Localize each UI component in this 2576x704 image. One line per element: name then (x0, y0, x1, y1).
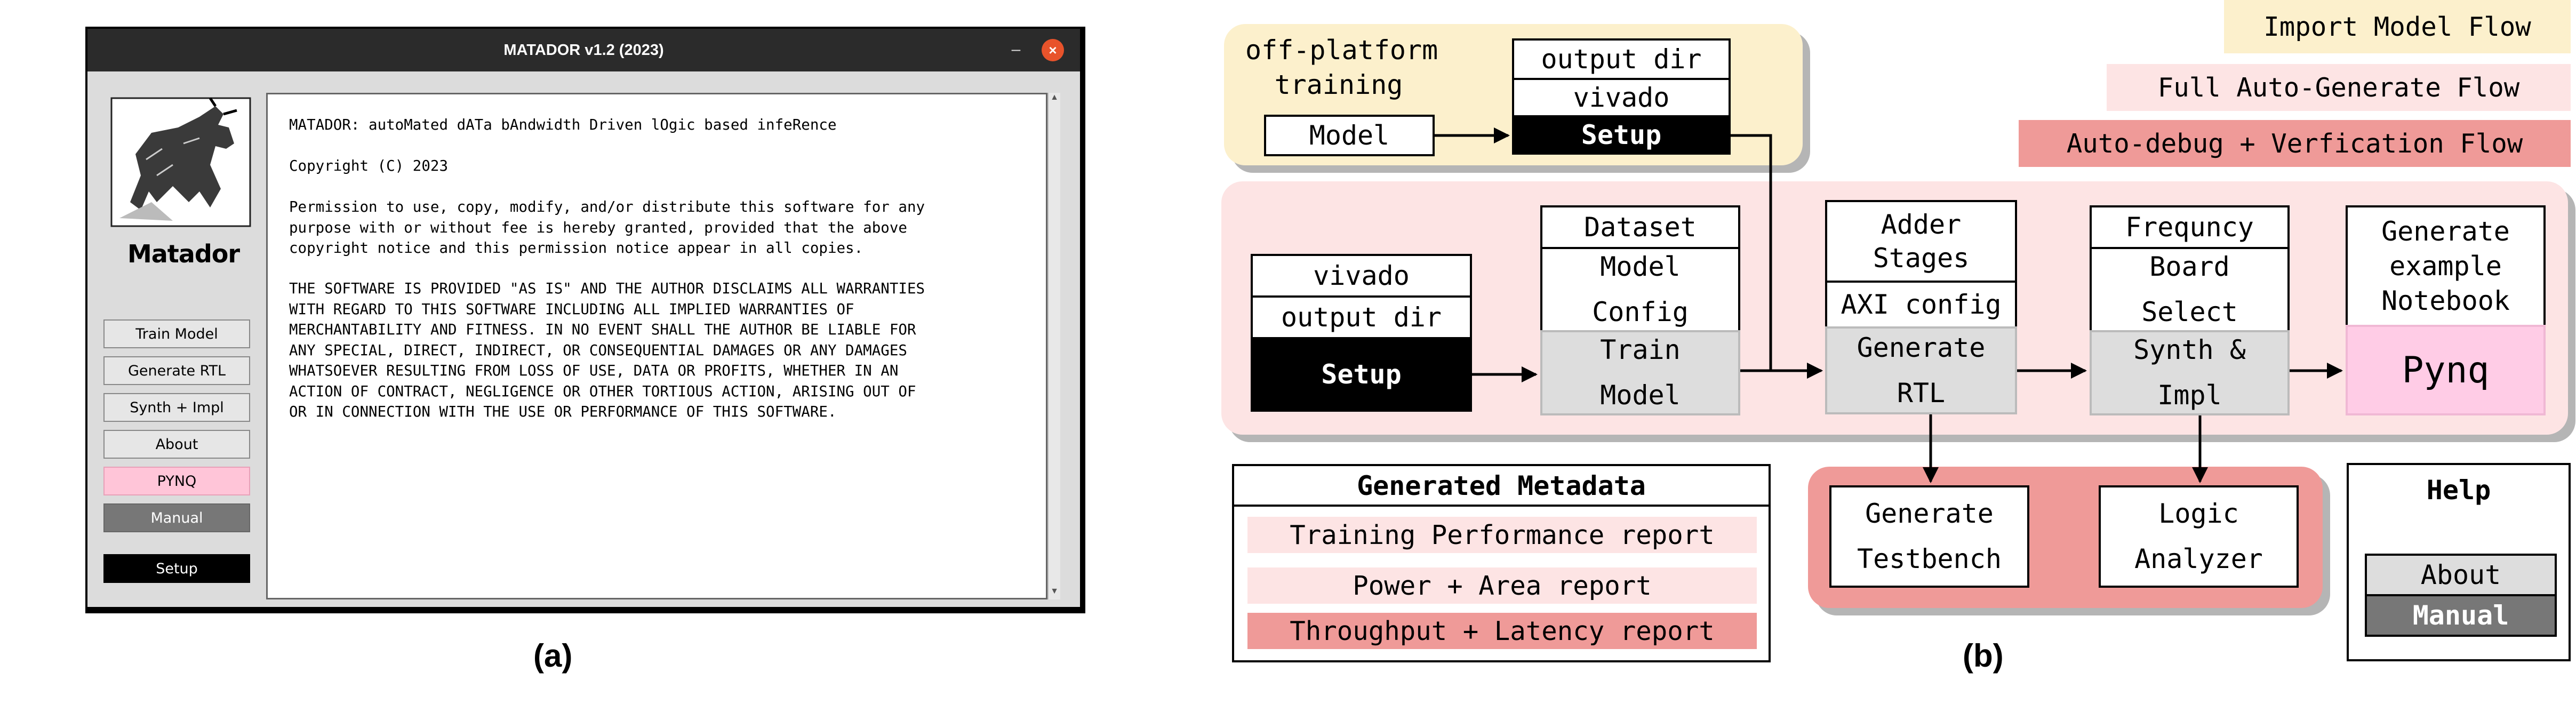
logo-text: Matador (127, 239, 240, 268)
synth-impl-box: Synth & Impl (2090, 330, 2290, 415)
synth-impl-button[interactable]: Synth + Impl (103, 393, 250, 422)
metadata-divider (1234, 505, 1769, 507)
dataset-box: Dataset (1540, 205, 1740, 249)
about-button[interactable]: About (103, 430, 250, 459)
license-text-area[interactable]: MATADOR: autoMated dATa bAndwidth Driven… (266, 93, 1047, 599)
bull-logo-icon (110, 97, 251, 227)
generate-rtl-box: Generate RTL (1825, 326, 2017, 414)
app-description: MATADOR: autoMated dATa bAndwidth Driven… (289, 116, 837, 133)
app-window: MATADOR v1.2 (2023) – × Matador Train Mo… (85, 27, 1085, 613)
close-icon[interactable]: × (1042, 39, 1064, 61)
legend-import: Import Model Flow (2224, 0, 2571, 53)
window-body: MATADOR v1.2 (2023) – × Matador Train Mo… (87, 29, 1080, 607)
caption-b: (b) (1963, 638, 2004, 674)
adder-stages-box: Adder Stages (1825, 200, 2017, 283)
import-output-dir-box: output dir (1512, 38, 1731, 80)
testbench-box: Generate Testbench (1829, 485, 2029, 588)
metadata-panel: Generated Metadata Training Performance … (1232, 464, 1771, 662)
notebook-box: Generate example Notebook (2346, 205, 2546, 327)
pynq-button[interactable]: PYNQ (103, 467, 250, 495)
disclaimer-paragraph: THE SOFTWARE IS PROVIDED "AS IS" AND THE… (289, 280, 925, 420)
legend-full: Full Auto-Generate Flow (2107, 64, 2571, 111)
permission-paragraph: Permission to use, copy, modify, and/or … (289, 198, 925, 257)
scroll-down-icon[interactable]: ▼ (1050, 587, 1059, 596)
training-report: Training Performance report (1247, 517, 1757, 553)
vivado-box: vivado (1251, 254, 1472, 298)
axi-config-box: AXI config (1825, 281, 2017, 329)
manual-button[interactable]: Manual (103, 503, 250, 532)
vertical-scrollbar[interactable]: ▲ ▼ (1047, 93, 1060, 599)
metadata-title: Generated Metadata (1357, 470, 1646, 501)
window-titlebar[interactable]: MATADOR v1.2 (2023) (87, 29, 1080, 71)
caption-a: (a) (533, 638, 573, 674)
help-manual-button[interactable]: Manual (2365, 594, 2557, 637)
minimize-icon[interactable]: – (1011, 41, 1021, 58)
setup-box: Setup (1251, 337, 1472, 412)
import-model-box: Model (1264, 115, 1435, 156)
logic-analyzer-box: Logic Analyzer (2099, 485, 2299, 588)
off-platform-label: off-platform training (1245, 35, 1438, 100)
setup-button[interactable]: Setup (103, 554, 250, 583)
import-vivado-box: vivado (1512, 78, 1731, 117)
help-panel: Help About Manual (2347, 463, 2571, 661)
model-config-box: Model Config (1540, 247, 1740, 332)
help-title: Help (2426, 475, 2491, 506)
output-dir-box: output dir (1251, 295, 1472, 339)
import-setup-box: Setup (1512, 115, 1731, 155)
legend-debug: Auto-debug + Verfication Flow (2019, 120, 2571, 167)
board-select-box: Board Select (2090, 247, 2290, 332)
window-title: MATADOR v1.2 (2023) (503, 41, 664, 59)
copyright-line: Copyright (C) 2023 (289, 157, 449, 174)
scroll-up-icon[interactable]: ▲ (1050, 93, 1059, 102)
help-about-button[interactable]: About (2365, 554, 2557, 596)
frequency-box: Frequncy (2090, 205, 2290, 249)
generate-rtl-button[interactable]: Generate RTL (103, 356, 250, 385)
power-area-report: Power + Area report (1247, 567, 1757, 604)
train-model-button[interactable]: Train Model (103, 319, 250, 348)
throughput-latency-report: Throughput + Latency report (1247, 613, 1757, 649)
train-model-box: Train Model (1540, 330, 1740, 415)
pynq-box: Pynq (2346, 325, 2546, 415)
